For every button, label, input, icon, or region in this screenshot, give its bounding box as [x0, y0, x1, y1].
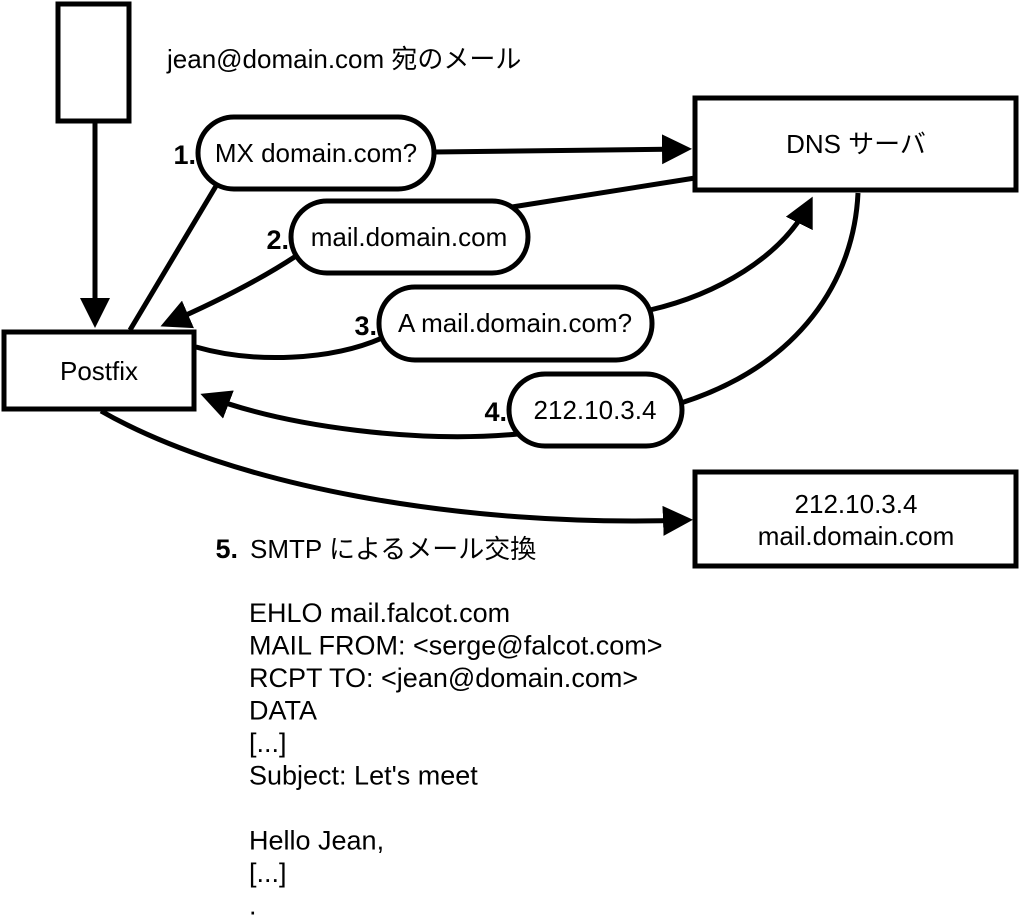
mail-server-hostname: mail.domain.com: [758, 521, 955, 551]
query3-label: A mail.domain.com?: [398, 308, 632, 338]
smtp-line: MAIL FROM: <serge@falcot.com>: [249, 631, 663, 661]
arrow-query3-to-dns: [649, 196, 813, 313]
step-5-number: 5.: [215, 534, 238, 564]
postfix-label: Postfix: [60, 356, 138, 386]
arrow-postfix-to-mailserver: [99, 408, 693, 536]
step-5-label: SMTP によるメール交換: [250, 534, 536, 564]
step-3-number: 3.: [354, 311, 377, 341]
query3-pill: [376, 284, 655, 363]
smtp-line: .: [249, 891, 257, 919]
smtp-session-block: EHLO mail.falcot.com MAIL FROM: <serge@f…: [249, 598, 663, 919]
mail-server-ip: 212.10.3.4: [795, 489, 918, 519]
smtp-line: DATA: [249, 696, 317, 726]
mail-title-label: jean@domain.com 宛のメール: [166, 44, 521, 74]
postfix-box: [1, 329, 197, 412]
line-postfix-to-query1: [127, 184, 219, 332]
response2-pill: [288, 198, 531, 276]
line-dns-to-response2: [511, 175, 696, 210]
query1-pill: [195, 114, 437, 192]
dns-server-label: DNS サーバ: [786, 129, 926, 159]
envelope-icon: [55, 1, 132, 124]
line-postfix-to-query3: [195, 335, 384, 361]
step-1-number: 1.: [173, 140, 196, 170]
arrow-response2-to-postfix: [160, 253, 298, 329]
mail-server-box: [692, 469, 1019, 569]
smtp-line: [...]: [249, 728, 287, 758]
response2-label: mail.domain.com: [311, 222, 508, 252]
query1-label: MX domain.com?: [215, 138, 417, 168]
step-4-number: 4.: [484, 397, 507, 427]
smtp-line: Hello Jean,: [249, 826, 384, 856]
arrow-query1-to-dns: [433, 134, 692, 165]
line-dns-to-response4: [680, 192, 861, 406]
dns-server-box: [692, 95, 1019, 193]
smtp-line: [...]: [249, 858, 287, 888]
response4-pill: [506, 371, 685, 449]
arrow-response4-to-postfix: [200, 390, 519, 440]
smtp-line: Subject: Let's meet: [249, 761, 478, 791]
smtp-line: EHLO mail.falcot.com: [249, 598, 510, 628]
response4-label: 212.10.3.4: [534, 395, 657, 425]
smtp-line: RCPT TO: <jean@domain.com>: [249, 663, 638, 693]
step-2-number: 2.: [266, 225, 289, 255]
